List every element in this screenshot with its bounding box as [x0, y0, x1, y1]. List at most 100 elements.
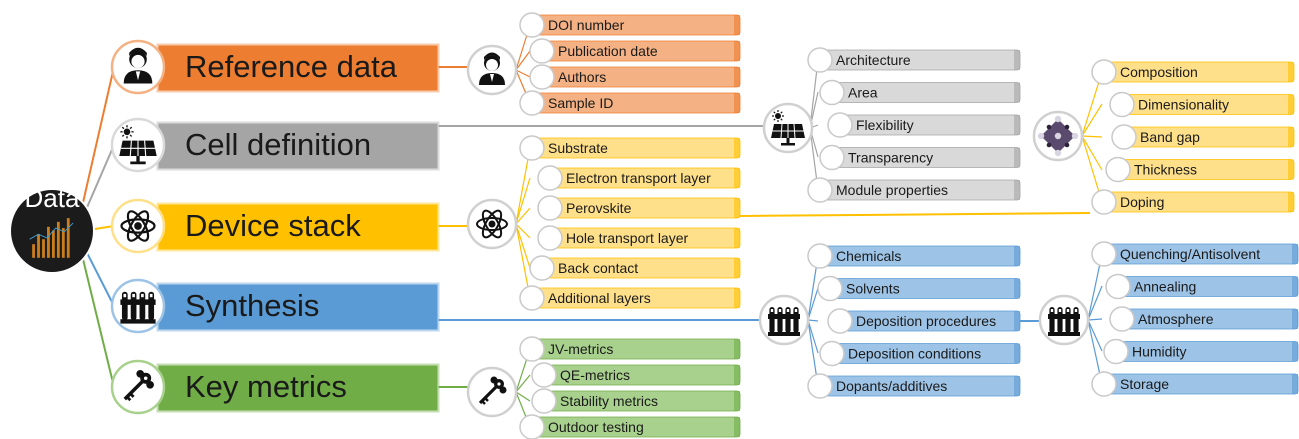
item-label: JV-metrics — [548, 341, 613, 357]
item-architecture: Architecture — [807, 47, 1021, 73]
item-label: Sample ID — [548, 95, 613, 111]
item-label: QE-metrics — [560, 367, 630, 383]
connectors — [81, 24, 1103, 428]
item-bullet — [529, 38, 555, 64]
item-label: Perovskite — [566, 200, 632, 216]
item-label: Stability metrics — [560, 393, 658, 409]
item-bullet — [531, 388, 557, 414]
keys-icon — [478, 376, 507, 405]
person-icon — [123, 47, 153, 84]
item-qe-metrics: QE-metrics — [531, 362, 741, 388]
deposition-leaf-icon — [1038, 294, 1090, 346]
item-atmosphere: Atmosphere — [1109, 306, 1299, 332]
item-electron-transport-layer: Electron transport layer — [537, 165, 741, 191]
item-label: Composition — [1120, 64, 1198, 80]
item-label: Outdoor testing — [548, 419, 644, 435]
item-bullet — [1091, 241, 1117, 267]
item-label: Authors — [558, 69, 606, 85]
atom-icon — [476, 209, 508, 239]
item-label: Back contact — [558, 260, 638, 276]
solar-panel-icon — [771, 110, 805, 146]
item-annealing: Annealing — [1105, 273, 1299, 300]
item-deposition-procedures: Deposition procedures — [827, 308, 1021, 334]
item-bullet — [519, 90, 545, 116]
item-label: Storage — [1120, 376, 1169, 392]
item-bullet — [1111, 124, 1137, 150]
category-stack: Device stack — [156, 202, 440, 252]
item-label: Additional layers — [548, 290, 651, 306]
item-authors: Authors — [529, 64, 741, 90]
item-publication-date: Publication date — [529, 38, 741, 64]
category-cell: Cell definition — [156, 121, 440, 171]
item-bullet — [827, 308, 853, 334]
item-label: Hole transport layer — [566, 230, 689, 246]
connector-metrics — [81, 254, 115, 388]
item-label: DOI number — [548, 17, 625, 33]
perovskite-link — [739, 212, 1091, 217]
stack-leaf-icon — [466, 198, 518, 250]
perovskite-crystal-icon — [1037, 115, 1079, 157]
cell-items: ArchitectureAreaFlexibilityTransparencyM… — [807, 47, 1021, 203]
item-bullet — [1109, 91, 1135, 118]
item-bullet — [1091, 371, 1117, 397]
item-humidity: Humidity — [1103, 338, 1299, 365]
test-tubes-icon — [1048, 307, 1080, 336]
item-module-properties: Module properties — [807, 177, 1021, 203]
item-bullet — [1091, 189, 1117, 215]
item-band-gap: Band gap — [1111, 124, 1295, 150]
item-label: Annealing — [1134, 279, 1196, 295]
item-label: Module properties — [836, 182, 948, 198]
perovskite-leaf-icon — [1032, 110, 1084, 162]
item-label: Transparency — [848, 150, 933, 166]
item-quenching-antisolvent: Quenching/Antisolvent — [1091, 241, 1299, 267]
person-icon — [479, 52, 505, 85]
item-label: Deposition procedures — [856, 313, 996, 329]
item-area: Area — [819, 79, 1021, 106]
item-label: Doping — [1120, 194, 1164, 210]
item-label: Deposition conditions — [848, 346, 981, 362]
item-bullet — [1103, 338, 1129, 365]
item-chemicals: Chemicals — [807, 243, 1021, 269]
item-perovskite: Perovskite — [537, 195, 741, 221]
item-jv-metrics: JV-metrics — [519, 336, 741, 362]
item-label: Chemicals — [836, 248, 901, 264]
item-bullet — [531, 362, 557, 388]
item-bullet — [519, 414, 545, 439]
category-synthesis: Synthesis — [156, 282, 440, 332]
item-bullet — [1109, 306, 1135, 332]
item-bullet — [1105, 156, 1131, 183]
item-label: Band gap — [1140, 129, 1200, 145]
item-storage: Storage — [1091, 371, 1299, 397]
item-transparency: Transparency — [819, 144, 1021, 171]
ref-leaf-icon — [466, 44, 518, 96]
item-bullet — [519, 12, 545, 38]
item-bullet — [1091, 59, 1117, 85]
item-outdoor-testing: Outdoor testing — [519, 414, 741, 439]
deposition-items: Quenching/AntisolventAnnealingAtmosphere… — [1091, 241, 1299, 397]
item-bullet — [537, 225, 563, 251]
item-stability-metrics: Stability metrics — [531, 388, 741, 414]
item-bullet — [519, 285, 545, 311]
item-dimensionality: Dimensionality — [1109, 91, 1295, 118]
item-label: Publication date — [558, 43, 658, 59]
item-bullet — [819, 79, 845, 106]
category-metrics: Key metrics — [156, 363, 440, 413]
item-bullet — [1105, 273, 1131, 300]
item-label: Area — [848, 85, 878, 101]
category-label-stack: Device stack — [185, 208, 361, 243]
item-bullet — [519, 135, 545, 161]
item-dopants-additives: Dopants/additives — [807, 373, 1021, 399]
hub-label: Data — [25, 183, 80, 213]
item-thickness: Thickness — [1105, 156, 1295, 183]
item-additional-layers: Additional layers — [519, 285, 741, 311]
item-bullet — [817, 275, 843, 302]
test-tubes-icon-synthesis — [110, 278, 166, 334]
data-hub: Data — [9, 183, 95, 274]
item-bullet — [819, 340, 845, 367]
